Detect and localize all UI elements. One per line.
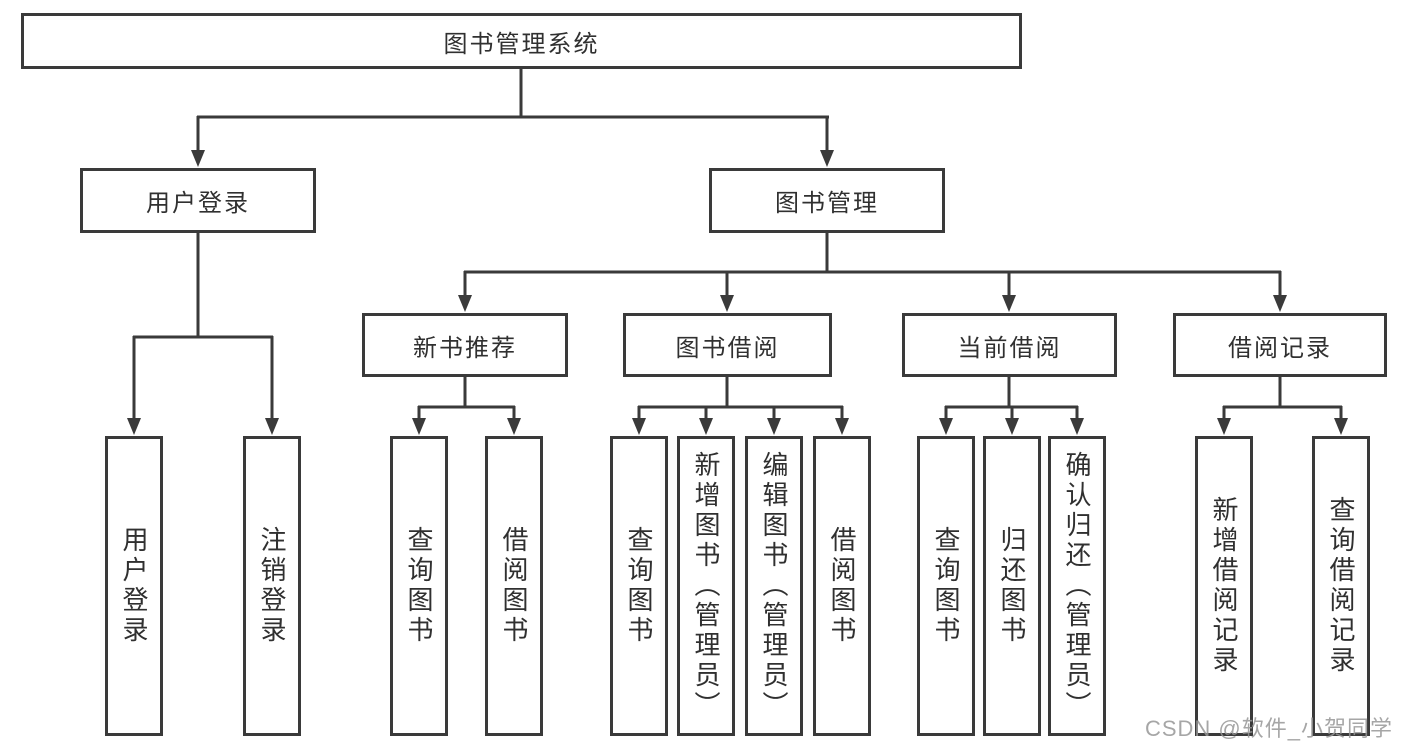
leaf-borrow-book-1: 借阅图书 [485,436,543,736]
leaf-query-book-3: 查询图书 [917,436,975,736]
leaf-query-book-2: 查询图书 [610,436,668,736]
node-new-book-recommend: 新书推荐 [362,313,568,377]
leaf-borrow-book-2: 借阅图书 [813,436,871,736]
leaf-confirm-return-admin: 确认归还（管理员） [1048,436,1106,736]
node-borrow-record: 借阅记录 [1173,313,1387,377]
leaf-add-borrow-record: 新增借阅记录 [1195,436,1253,736]
connector-borrow-record-group [1222,377,1343,420]
node-user-login: 用户登录 [80,168,316,233]
connector-current-borrow-group [944,377,1079,420]
connector-book-mgmt-to-level3 [463,233,1282,297]
leaf-query-book-1: 查询图书 [390,436,448,736]
connector-new-book-group [417,377,516,420]
watermark: CSDN @软件_小贺同学 [1144,716,1393,741]
connector-user-login-group [132,233,274,420]
leaf-edit-book-admin: 编辑图书（管理员） [745,436,803,736]
leaf-query-borrow-record: 查询借阅记录 [1312,436,1370,736]
node-current-borrow: 当前借阅 [902,313,1117,377]
leaf-logout: 注销登录 [243,436,301,736]
connector-root-to-level2 [196,68,829,152]
arrowheads [127,150,1348,435]
leaf-user-login: 用户登录 [105,436,163,736]
node-book-management: 图书管理 [709,168,945,233]
node-book-borrow: 图书借阅 [623,313,832,377]
leaf-add-book-admin: 新增图书（管理员） [677,436,735,736]
node-root: 图书管理系统 [21,13,1022,69]
connector-book-borrow-group [637,377,844,420]
leaf-return-book: 归还图书 [983,436,1041,736]
